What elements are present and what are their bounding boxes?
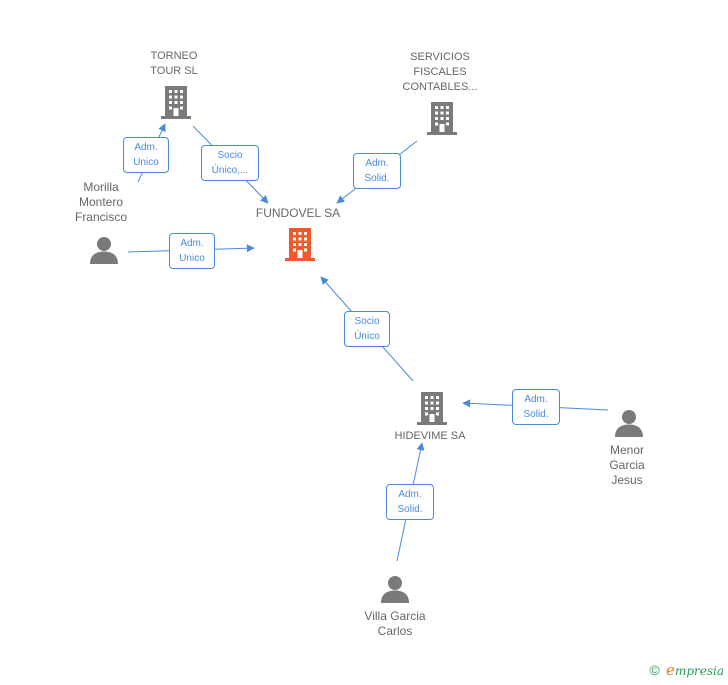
node-label-menor[interactable]: Menor Garcia Jesus	[592, 443, 662, 488]
node-label-line: TORNEO	[150, 50, 198, 62]
node-label-line: SERVICIOS	[410, 51, 470, 63]
node-label-line: Menor	[609, 443, 644, 457]
brand-rest: mpresia	[674, 664, 724, 678]
copyright-icon: ©	[649, 662, 660, 678]
edge-label-line: Socio	[217, 150, 243, 161]
node-label-torneo[interactable]: TORNEO TOUR SL	[134, 49, 214, 79]
node-label-line: Morilla	[83, 180, 119, 194]
person-icon[interactable]	[614, 408, 644, 438]
edge-label-line: Adm.	[398, 489, 422, 500]
edge-label-line: Adm.	[134, 142, 158, 153]
edge-label-line: Unico	[133, 157, 159, 168]
building-icon[interactable]	[417, 390, 447, 426]
brand-name: empresia	[666, 661, 724, 679]
node-label-fundovel[interactable]: FUNDOVEL SA	[238, 206, 358, 221]
node-label-villa[interactable]: Villa Garcia Carlos	[347, 609, 443, 639]
edge-label-line: Unico	[179, 253, 205, 264]
node-label-line: CONTABLES...	[402, 81, 478, 93]
node-label-line: Villa Garcia	[364, 609, 426, 623]
node-label-line: FUNDOVEL SA	[255, 206, 341, 220]
edge-label-line: Adm.	[365, 158, 389, 169]
node-label-line: FISCALES	[413, 66, 467, 78]
edge-label-line: Adm.	[180, 238, 204, 249]
edge-label-line: Socio	[354, 316, 380, 327]
building-icon[interactable]	[427, 100, 457, 136]
edge-label-morilla-torneo[interactable]: Adm. Unico	[123, 137, 169, 173]
building-icon[interactable]	[161, 84, 191, 120]
edge-label-servicios-fundovel[interactable]: Adm. Solid.	[353, 153, 401, 189]
edge-label-morilla-fundovel[interactable]: Adm. Unico	[169, 233, 215, 269]
edge-label-menor-hidevime[interactable]: Adm. Solid.	[512, 389, 560, 425]
edge-label-villa-hidevime[interactable]: Adm. Solid.	[386, 484, 434, 520]
person-icon[interactable]	[89, 235, 119, 265]
node-label-line: HIDEVIME SA	[394, 430, 466, 442]
edge-label-line: Único,...	[211, 165, 249, 176]
edge-label-line: Adm.	[524, 394, 548, 405]
node-label-hidevime[interactable]: HIDEVIME SA	[380, 429, 480, 444]
edge-label-torneo-fundovel[interactable]: Socio Único,...	[201, 145, 259, 181]
edge-label-line: Solid.	[397, 504, 423, 515]
edge-label-line: Solid.	[523, 409, 549, 420]
node-label-line: Garcia	[609, 458, 645, 472]
brand-logo[interactable]: © empresia	[649, 661, 724, 679]
brand-initial: e	[666, 661, 675, 679]
node-label-line: Montero	[78, 195, 124, 209]
edge-label-hidevime-fundovel[interactable]: Socio Único	[344, 311, 390, 347]
node-label-line: Francisco	[74, 210, 127, 224]
node-label-servicios[interactable]: SERVICIOS FISCALES CONTABLES...	[390, 50, 490, 95]
edge-label-line: Único	[354, 331, 380, 342]
node-label-line: Jesus	[611, 473, 643, 487]
person-icon[interactable]	[380, 574, 410, 604]
node-label-morilla[interactable]: Morilla Montero Francisco	[56, 180, 146, 225]
node-label-line: Carlos	[377, 624, 413, 638]
node-label-line: TOUR SL	[150, 65, 198, 77]
edge-label-line: Solid.	[364, 173, 390, 184]
building-icon-focus[interactable]	[285, 226, 315, 262]
